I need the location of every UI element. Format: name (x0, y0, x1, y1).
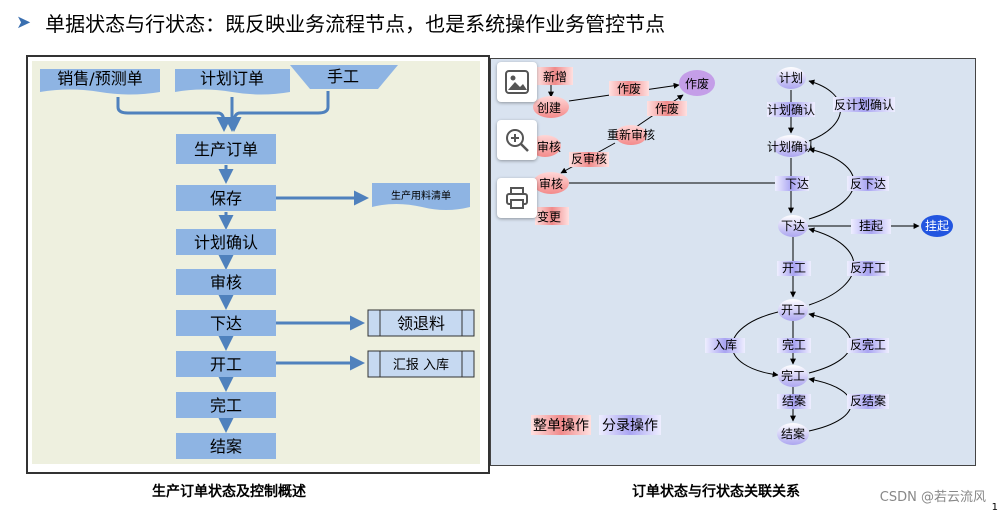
row-node-label-0: 计划 (779, 71, 803, 85)
source-planned-order (175, 69, 290, 95)
row-label-0: 计划确认 (767, 103, 815, 117)
side-box-material (367, 309, 475, 337)
step-box-start (176, 351, 276, 377)
image-tool-button[interactable] (497, 62, 537, 102)
header-label-reaudit: 重新审核 (607, 127, 655, 142)
row-label-1: 反计划确认 (834, 98, 894, 112)
legend-label-0: 整单操作 (533, 418, 589, 434)
row-node-start (778, 299, 808, 321)
step-box-release (176, 310, 276, 336)
header-node-label-1: 创建 (537, 101, 561, 115)
source-manual (290, 65, 398, 89)
production-flow-svg: 销售/预测单 计划订单 手工 生产订单 保存 计划确认 审核 下达 开工 完工 … (40, 65, 475, 459)
row-label-9: 反完工 (850, 337, 886, 352)
header-node-create (533, 96, 569, 118)
header-node-label-4: 变更 (537, 209, 561, 224)
side-box-report (367, 350, 475, 378)
legend-row-swatch (599, 415, 661, 435)
step-box-plan-confirm (176, 229, 276, 255)
header-label-void-1: 作废 (655, 101, 679, 116)
step-label-0: 生产订单 (194, 140, 258, 159)
step-label-3: 审核 (210, 273, 242, 292)
step-box-audit (176, 269, 276, 295)
source-label-2: 手工 (327, 67, 359, 86)
row-node-close (777, 423, 809, 445)
legend-header-swatch (531, 415, 591, 435)
step-box-finish (176, 392, 276, 418)
right-caption: 订单状态与行状态关联关系 (632, 484, 800, 500)
row-label-8: 完工 (782, 337, 806, 352)
step-label-1: 保存 (210, 189, 242, 208)
side-box-label-0: 领退料 (397, 314, 445, 333)
step-label-6: 完工 (210, 396, 242, 415)
legend-label-1: 分录操作 (602, 418, 658, 434)
step-box-close (176, 433, 276, 459)
row-label-5: 开工 (782, 261, 806, 275)
row-node-label-5: 结案 (781, 426, 805, 441)
left-caption: 生产订单状态及控制概述 (152, 484, 306, 500)
header-label-void-0: 作废 (617, 81, 641, 96)
production-order-diagram: 销售/预测单 计划订单 手工 生产订单 保存 计划确认 审核 下达 开工 完工 … (26, 55, 490, 474)
step-label-5: 开工 (210, 355, 242, 374)
header-node-audit-1 (529, 135, 561, 157)
row-label-6: 反开工 (850, 261, 886, 275)
header-node-label-0: 新增 (543, 69, 567, 84)
header-node-label-3: 审核 (539, 176, 563, 191)
row-label-4: 挂起 (859, 219, 883, 233)
watermark: CSDN @若云流风 (879, 490, 986, 505)
header-label-change-bg (535, 207, 569, 225)
row-node-plan (776, 67, 806, 89)
header-node-reaudit (615, 125, 647, 145)
suspend-node (921, 215, 953, 237)
row-node-release (778, 215, 808, 237)
header-label-unaudit: 反审核 (571, 151, 607, 166)
side-doc-label: 生产用料清单 (391, 189, 451, 202)
step-label-7: 结案 (210, 437, 242, 456)
source-label-1: 计划订单 (200, 69, 264, 88)
status-relation-diagram: 新增 创建 作废 作废 作废 重新审核 审核 反审核 审核 变更 计划 计划确认… (490, 58, 976, 466)
row-node-finish (778, 365, 808, 387)
source-sales-forecast (40, 69, 160, 95)
row-label-7: 入库 (713, 337, 737, 352)
row-node-label-4: 完工 (781, 368, 805, 383)
row-label-11: 反结案 (850, 393, 886, 408)
step-box-production-order (176, 134, 276, 164)
page-title-text: 单据状态与行状态：既反映业务流程节点，也是系统操作业务管控节点 (45, 12, 666, 36)
side-box-label-1: 汇报 入库 (393, 357, 449, 373)
row-node-plan-confirm (773, 135, 809, 157)
step-label-4: 下达 (210, 314, 242, 333)
row-label-2: 下达 (785, 177, 809, 191)
row-label-3: 反下达 (850, 177, 886, 191)
print-tool-button[interactable] (497, 178, 537, 218)
status-relation-svg: 新增 创建 作废 作废 作废 重新审核 审核 反审核 审核 变更 计划 计划确认… (529, 67, 953, 445)
step-box-save (176, 185, 276, 211)
page-title: ➤ 单据状态与行状态：既反映业务流程节点，也是系统操作业务管控节点 (16, 8, 665, 37)
row-node-label-3: 开工 (781, 303, 805, 317)
source-label-0: 销售/预测单 (57, 69, 142, 88)
header-node-audit-2 (533, 172, 569, 194)
void-node-label: 作废 (685, 76, 709, 91)
page-number: 1 (991, 502, 998, 513)
void-node (679, 70, 715, 96)
image-icon (505, 70, 529, 94)
step-label-2: 计划确认 (194, 233, 258, 252)
suspend-node-label: 挂起 (925, 219, 949, 233)
bullet-arrow-icon: ➤ (16, 12, 32, 33)
row-label-10: 结案 (782, 393, 806, 408)
row-node-label-1: 计划确认 (767, 140, 815, 154)
header-node-label-2: 审核 (537, 139, 561, 154)
printer-icon (506, 187, 528, 209)
zoom-in-icon (506, 129, 529, 152)
side-doc-bom (372, 183, 470, 210)
header-label-new-bg (537, 67, 573, 85)
row-node-label-2: 下达 (781, 219, 805, 233)
zoom-tool-button[interactable] (497, 120, 537, 160)
